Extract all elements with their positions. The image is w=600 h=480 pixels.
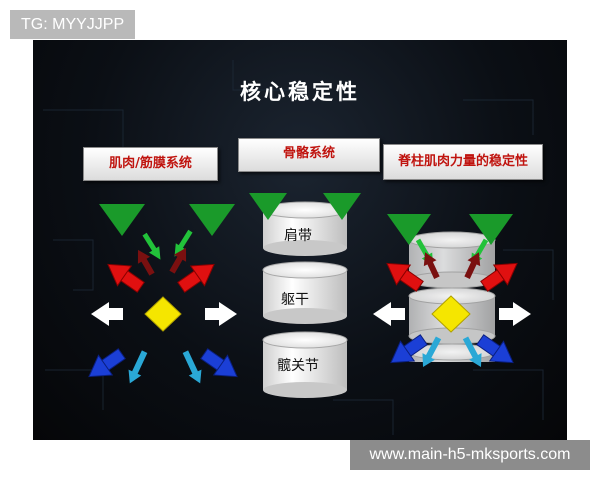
green-triangle: [469, 214, 513, 245]
maroon-arrow: [137, 249, 155, 276]
maroon-arrow: [423, 252, 440, 279]
yellow-diamond: [144, 296, 182, 332]
yellow-diamond: [431, 295, 471, 333]
blue-arrow: [200, 348, 238, 378]
green-triangle: [99, 204, 145, 236]
label-skeletal-system: 骨骼系统: [238, 138, 380, 172]
red-arrow: [177, 263, 215, 293]
skeleton-cylinders: 肩带 躯干 髋关节: [249, 193, 361, 398]
cylinder-hip: [262, 331, 348, 398]
white-arrow: [373, 302, 405, 326]
cylinder-trunk: [262, 261, 348, 324]
right-combined-cluster: [373, 214, 531, 368]
maroon-arrow: [464, 252, 481, 279]
green-triangle: [249, 193, 287, 220]
green-triangle: [189, 204, 235, 236]
red-arrow: [386, 262, 424, 292]
segment-label-hip: 髋关节: [277, 357, 319, 374]
blue-arrow: [476, 334, 514, 364]
green-arrow: [142, 232, 161, 260]
segment-label-shoulder: 肩带: [284, 228, 312, 244]
cyan-arrow: [462, 336, 482, 368]
cyan-arrow: [128, 350, 148, 384]
footer-watermark-url: www.main-h5-mksports.com: [350, 440, 590, 470]
white-arrow: [91, 302, 123, 326]
white-arrow: [205, 302, 237, 326]
green-triangle: [387, 214, 431, 245]
red-arrow: [107, 263, 145, 293]
cyan-arrow: [422, 336, 442, 368]
blue-arrow: [88, 348, 126, 378]
left-arrow-cluster: [88, 204, 238, 384]
red-arrow: [480, 262, 518, 292]
watermark-tag: TG: MYYJJPP: [10, 10, 135, 39]
slide: 肩带 躯干 髋关节: [33, 40, 567, 440]
cylinder-shoulder: [262, 201, 348, 256]
label-muscle-fascia-system: 肌肉/筋膜系统: [83, 147, 218, 181]
cyan-arrow: [182, 350, 202, 384]
white-arrow: [499, 302, 531, 326]
blue-arrow: [390, 334, 428, 364]
segment-label-trunk: 躯干: [281, 292, 309, 308]
core-stability-diagram: 肩带 躯干 髋关节: [43, 60, 554, 435]
maroon-arrow: [169, 247, 187, 274]
green-triangle: [323, 193, 361, 220]
slide-title: 核心稳定性: [240, 79, 360, 104]
label-spinal-muscle-stability: 脊柱肌肉力量的稳定性: [383, 144, 543, 180]
